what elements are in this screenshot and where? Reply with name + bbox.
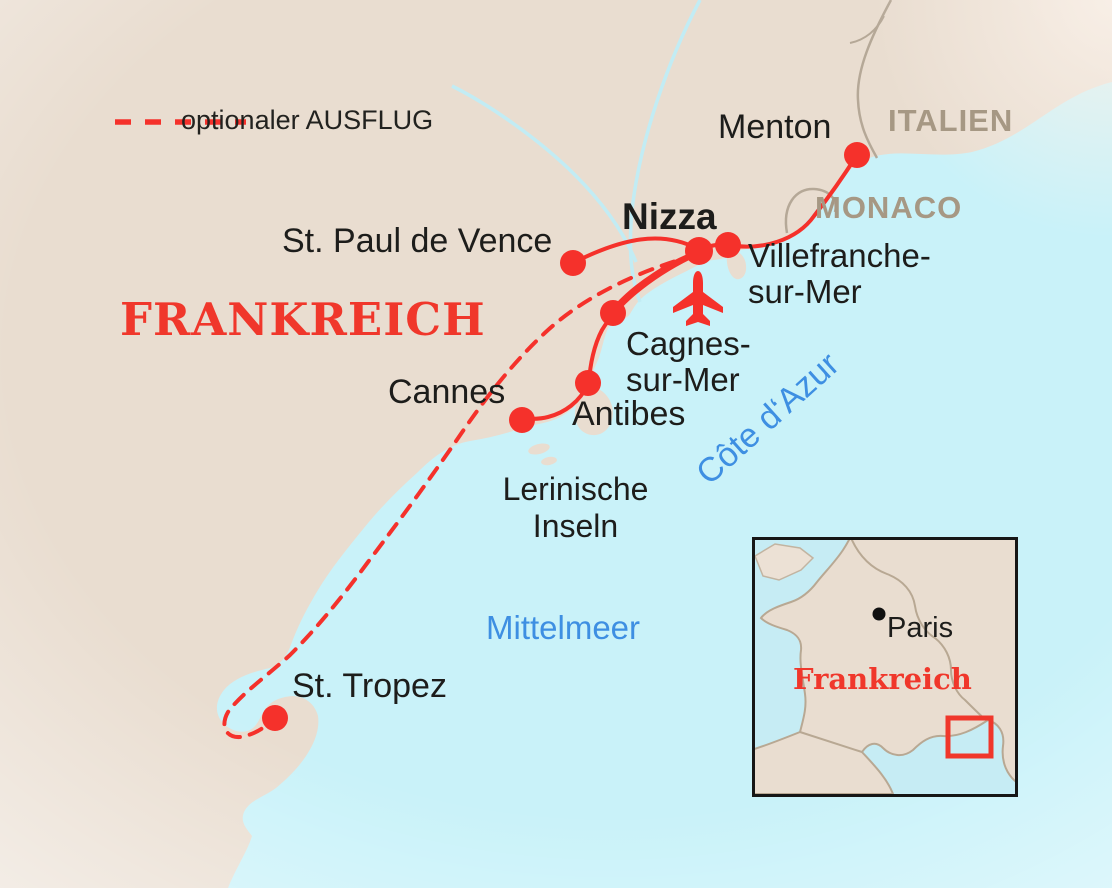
city-label-villefranche-line2: sur-Mer xyxy=(748,272,862,310)
france-overview-inset-map: Paris Frankreich xyxy=(752,537,1018,797)
city-label-cagnes: Cagnes- sur-Mer xyxy=(626,326,751,397)
country-label-france: FRANKREICH xyxy=(120,293,486,346)
inset-france-east-border xyxy=(850,540,988,722)
inset-england-land xyxy=(755,543,815,581)
city-label-villefranche-line1: Villefranche- xyxy=(748,237,931,274)
country-label-monaco: MONACO xyxy=(815,190,963,225)
inset-label-frankreich: Frankreich xyxy=(793,662,972,696)
city-markers xyxy=(262,142,870,731)
country-label-italy: ITALIEN xyxy=(888,103,1014,138)
route-menton-villefranche-nizza xyxy=(698,153,859,252)
city-marker-st-paul xyxy=(560,250,586,276)
inset-paris-dot xyxy=(872,607,886,621)
city-label-st-paul-de-vence: St. Paul de Vence xyxy=(282,222,553,260)
city-marker-cannes xyxy=(509,407,535,433)
city-label-cagnes-line2: sur-Mer xyxy=(626,360,740,398)
city-label-villefranche: Villefranche- sur-Mer xyxy=(748,238,931,309)
city-label-cannes: Cannes xyxy=(388,373,506,411)
city-label-antibes: Antibes xyxy=(572,395,686,433)
city-marker-villefranche xyxy=(715,232,741,258)
city-marker-cagnes xyxy=(600,300,626,326)
city-marker-antibes xyxy=(575,370,601,396)
city-label-st-tropez: St. Tropez xyxy=(292,667,447,705)
water-label-mittelmeer: Mittelmeer xyxy=(486,609,641,646)
city-label-menton: Menton xyxy=(718,108,832,146)
optional-route-nizza-st-tropez xyxy=(222,253,698,740)
inset-map-graphics xyxy=(755,540,1015,794)
place-label-lerin-islands-line1: Lerinische xyxy=(502,471,649,507)
city-marker-menton xyxy=(844,142,870,168)
inset-label-paris: Paris xyxy=(887,612,954,644)
inset-pyrenees-border xyxy=(799,731,863,753)
legend-optional-excursion-label: optionaler AUSFLUG xyxy=(181,105,434,135)
route-nizza-st-paul xyxy=(571,236,700,265)
city-marker-st-tropez xyxy=(262,705,288,731)
city-label-cagnes-line1: Cagnes- xyxy=(626,325,751,362)
inset-region-highlight-box xyxy=(945,715,994,759)
city-marker-nizza xyxy=(685,237,713,265)
place-label-lerin-islands-line2: Inseln xyxy=(532,507,619,544)
airplane-icon xyxy=(673,271,723,326)
city-label-nizza: Nizza xyxy=(622,196,717,237)
place-label-lerin-islands: Lerinische Inseln xyxy=(463,471,688,545)
